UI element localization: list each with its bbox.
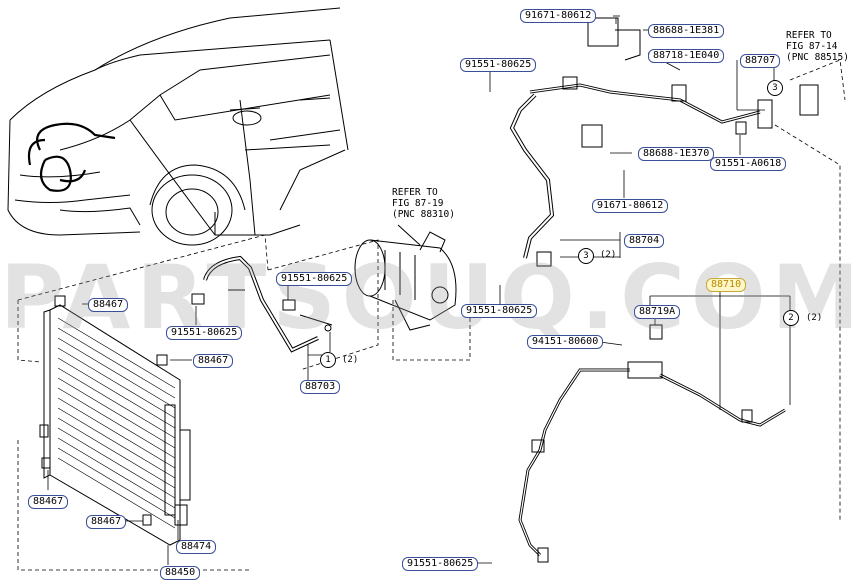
part-label-91551-80625-left[interactable]: 91551-80625 (166, 326, 243, 340)
part-label-88450[interactable]: 88450 (160, 566, 201, 580)
part-label-88707[interactable]: 88707 (740, 54, 781, 68)
refer-note-fig-87-14[interactable]: REFER TO FIG 87-14 (PNC 88515) (786, 30, 849, 63)
suction-hose (509, 17, 819, 267)
callout-circle-3-mid: 3 (578, 248, 594, 264)
part-label-91671-80612-top[interactable]: 91671-80612 (520, 9, 597, 23)
callout-circle-3-top: 3 (767, 80, 783, 96)
callout-qty-1-left: (2) (342, 355, 359, 365)
car-illustration (7, 7, 349, 246)
compressor (354, 224, 457, 331)
callout-circle-1-left: 1 (320, 352, 336, 368)
part-label-91551-a0618[interactable]: 91551-A0618 (710, 157, 787, 171)
part-label-88688-1e381[interactable]: 88688-1E381 (648, 24, 725, 38)
part-label-88718-1e040[interactable]: 88718-1E040 (648, 49, 725, 63)
callout-circle-2-right: 2 (783, 310, 799, 326)
part-label-88474[interactable]: 88474 (176, 540, 217, 554)
callout-qty-3-mid: (2) (600, 250, 617, 260)
part-label-88710[interactable]: 88710 (706, 278, 747, 292)
discharge-hose (191, 255, 333, 353)
part-label-91671-80612-mid[interactable]: 91671-80612 (592, 199, 669, 213)
part-label-91551-80625-mid[interactable]: 91551-80625 (461, 304, 538, 318)
refer-note-fig-87-19[interactable]: REFER TO FIG 87-19 (PNC 88310) (392, 187, 455, 220)
liquid-tube (518, 324, 786, 563)
part-label-88467-d[interactable]: 88467 (86, 515, 127, 529)
part-label-91551-80625-top[interactable]: 91551-80625 (460, 58, 537, 72)
part-label-88719a[interactable]: 88719A (634, 305, 681, 319)
part-label-91551-80625-bottom[interactable]: 91551-80625 (402, 557, 479, 571)
part-label-88703[interactable]: 88703 (300, 380, 341, 394)
part-label-88704[interactable]: 88704 (624, 234, 665, 248)
part-label-88467-b[interactable]: 88467 (193, 354, 234, 368)
part-label-88467-a[interactable]: 88467 (88, 298, 129, 312)
part-label-91551-80625-compressor[interactable]: 91551-80625 (276, 272, 353, 286)
part-label-88688-1e370[interactable]: 88688-1E370 (638, 147, 715, 161)
part-label-88467-c[interactable]: 88467 (28, 495, 69, 509)
callout-qty-2-right: (2) (806, 313, 823, 323)
part-label-94151-80600[interactable]: 94151-80600 (527, 335, 604, 349)
